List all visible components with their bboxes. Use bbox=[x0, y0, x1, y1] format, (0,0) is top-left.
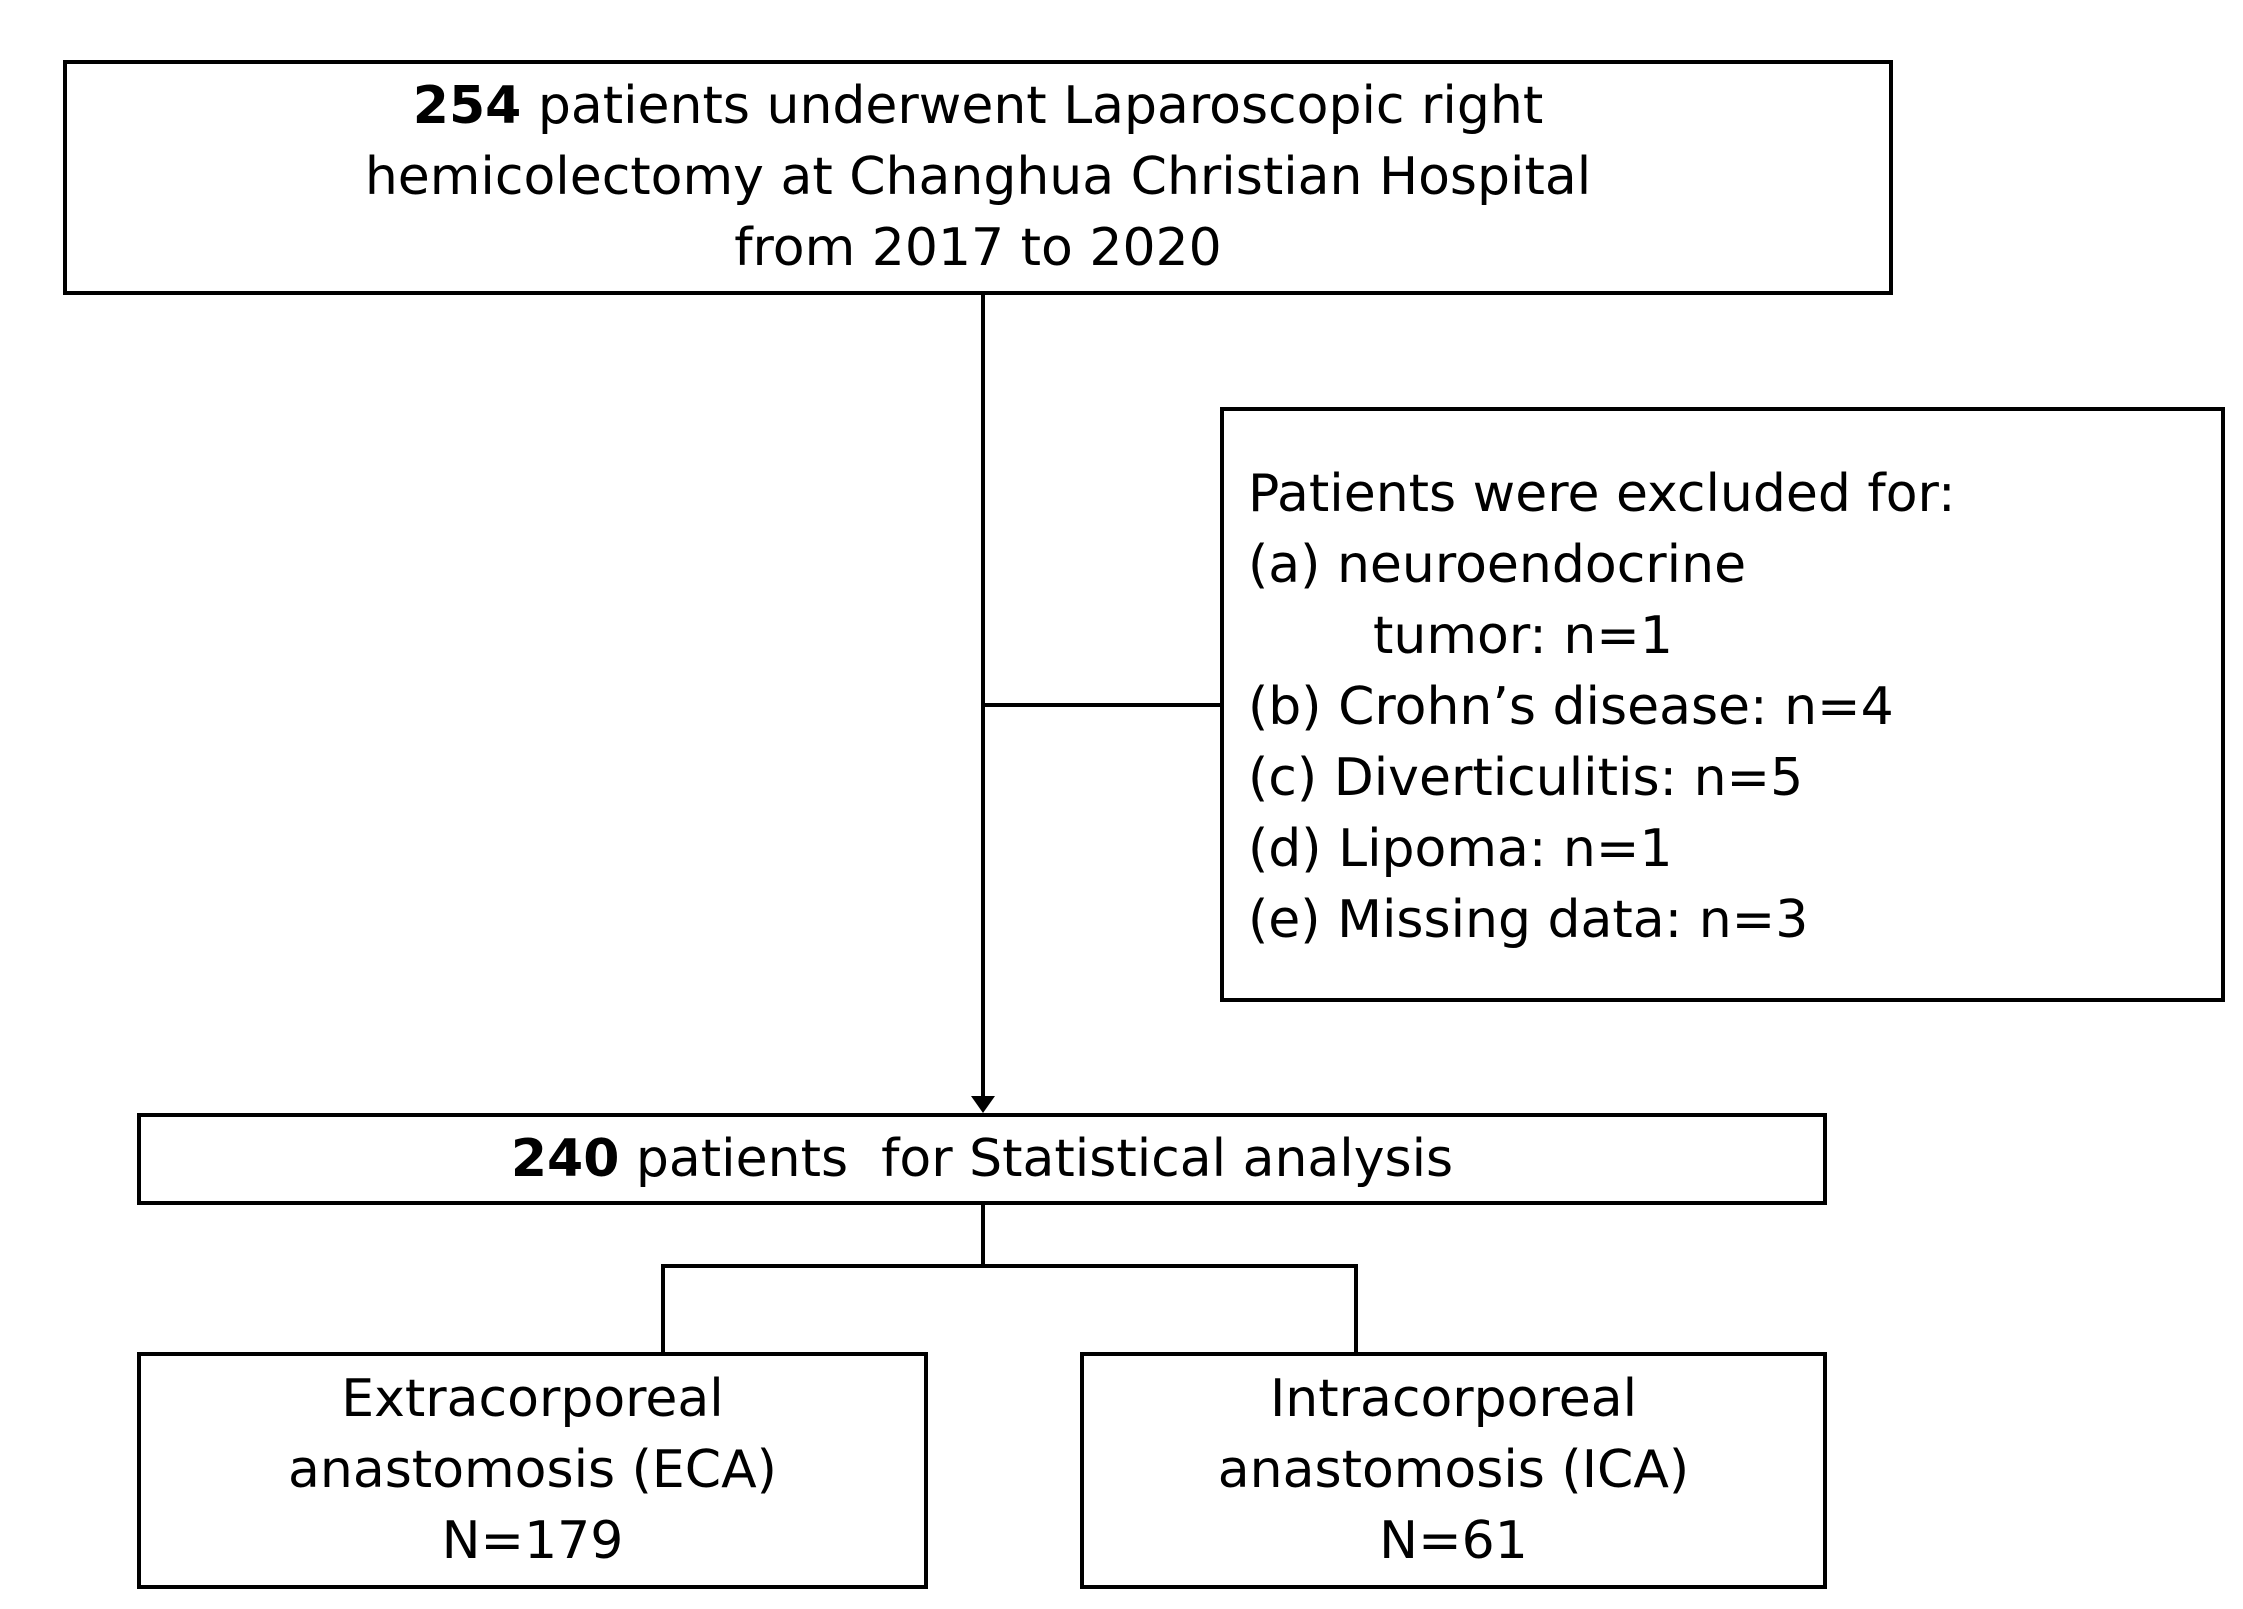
ica-line-1: Intracorporeal bbox=[1269, 1369, 1638, 1429]
analysis-line: 240 patients for Statistical analysis bbox=[511, 1124, 1453, 1195]
enrollment-line-1-text: patients underwent Laparoscopic right bbox=[521, 76, 1544, 136]
exclusion-item-a-cont: tumor: n=1 bbox=[1373, 606, 1673, 666]
ica-count: N=61 bbox=[1379, 1511, 1528, 1571]
ica-box: Intracorporeal anastomosis (ICA) N=61 bbox=[1080, 1352, 1827, 1589]
analysis-count: 240 bbox=[510, 1128, 620, 1189]
enrollment-count: 254 bbox=[412, 76, 522, 136]
analysis-box: 240 patients for Statistical analysis bbox=[137, 1113, 1827, 1205]
exclusion-heading: Patients were excluded for: bbox=[1248, 464, 1956, 524]
eca-line-2: anastomosis (ECA) bbox=[288, 1440, 777, 1500]
enrollment-line-1: 254 patients underwent Laparoscopic righ… bbox=[413, 71, 1543, 142]
exclusion-item-b: (b) Crohn’s disease: n=4 bbox=[1248, 677, 1894, 737]
eca-count: N=179 bbox=[441, 1511, 624, 1571]
exclusion-item-e: (e) Missing data: n=3 bbox=[1248, 890, 1809, 950]
arrowhead-to-analysis bbox=[971, 1096, 995, 1113]
exclusion-item-a: (a) neuroendocrine bbox=[1248, 535, 1747, 595]
eca-box: Extracorporeal anastomosis (ECA) N=179 bbox=[137, 1352, 928, 1589]
enrollment-box: 254 patients underwent Laparoscopic righ… bbox=[63, 60, 1893, 295]
exclusion-box: Patients were excluded for: (a) neuroend… bbox=[1220, 407, 2225, 1002]
ica-line-2: anastomosis (ICA) bbox=[1217, 1440, 1690, 1500]
exclusion-item-d: (d) Lipoma: n=1 bbox=[1248, 819, 1673, 879]
enrollment-line-2: hemicolectomy at Changhua Christian Hosp… bbox=[364, 147, 1592, 207]
exclusion-item-c: (c) Diverticulitis: n=5 bbox=[1248, 748, 1804, 808]
analysis-text: patients for Statistical analysis bbox=[619, 1128, 1454, 1189]
enrollment-line-3: from 2017 to 2020 bbox=[734, 218, 1222, 278]
eca-line-1: Extracorporeal bbox=[341, 1369, 724, 1429]
